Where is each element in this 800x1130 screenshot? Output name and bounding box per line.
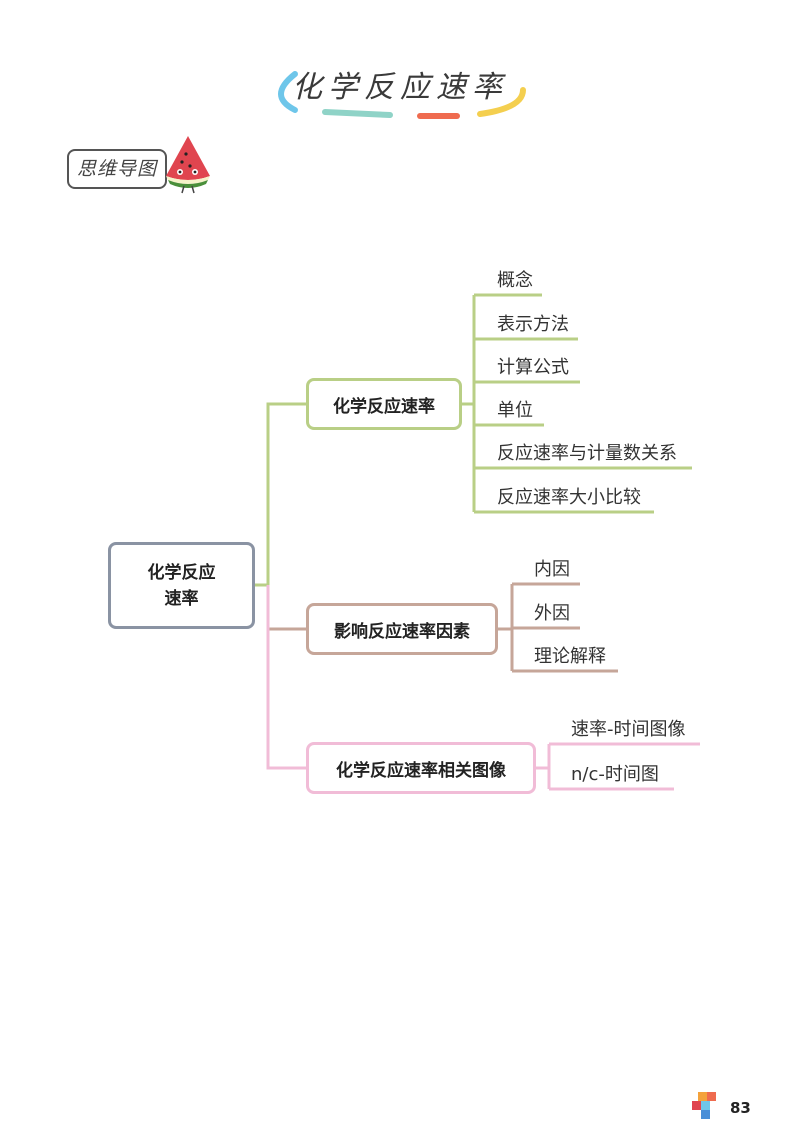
watermelon-mascot-icon: [166, 136, 210, 194]
leaf-representation: 表示方法: [497, 314, 569, 335]
branch-node-label: 影响反应速率因素: [334, 621, 470, 642]
leaf-formula: 计算公式: [497, 357, 569, 378]
branch-node-rate: 化学反应速率: [306, 378, 462, 430]
branch-node-label: 化学反应速率相关图像: [336, 760, 506, 781]
leaf-rate-coefficient-relation: 反应速率与计量数关系: [497, 443, 677, 464]
leaf-concept: 概念: [497, 270, 533, 291]
branch-node-factors: 影响反应速率因素: [306, 603, 498, 655]
leaf-unit: 单位: [497, 400, 533, 421]
leaf-external-factor: 外因: [534, 603, 570, 624]
brand-logo-icon: [692, 1092, 716, 1119]
title-arcs-icon: [278, 71, 526, 119]
page-number: 83: [730, 1099, 751, 1117]
title-banner: 化学反应速率: [265, 60, 535, 130]
leaf-rate-comparison: 反应速率大小比较: [497, 487, 641, 508]
leaf-internal-factor: 内因: [534, 559, 570, 580]
leaf-nc-time-graph: n/c-时间图: [571, 764, 659, 785]
page-title: 化学反应速率: [292, 70, 508, 105]
leaf-rate-time-graph: 速率-时间图像: [571, 719, 686, 740]
root-node: 化学反应 速率: [108, 542, 255, 629]
leaf-theory: 理论解释: [534, 646, 606, 667]
root-node-label: 化学反应 速率: [147, 562, 216, 609]
branch-node-label: 化学反应速率: [333, 396, 435, 417]
section-label: 思维导图: [67, 149, 167, 189]
branch-node-graphs: 化学反应速率相关图像: [306, 742, 536, 794]
